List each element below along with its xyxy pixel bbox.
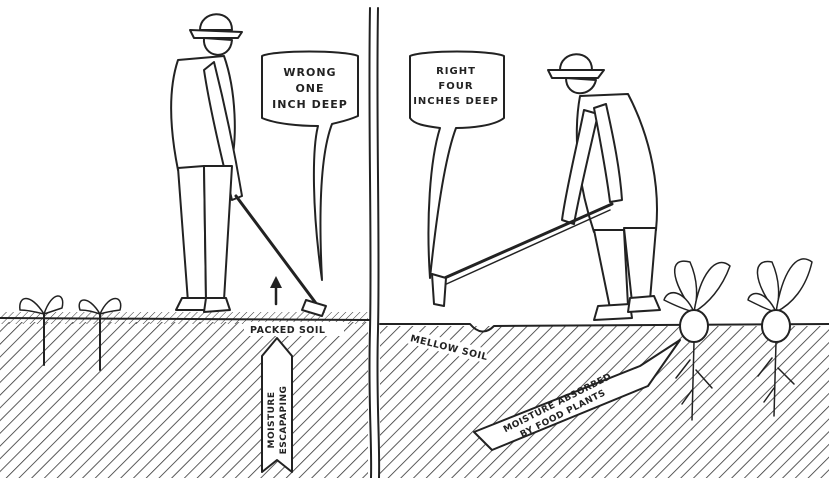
moisture-escaping-line-1: MOISTURE: [267, 392, 277, 449]
bubble-right-line-2: FOUR: [438, 81, 473, 92]
moisture-escaping-line-2: ESCAPAPING: [279, 386, 289, 455]
packed-soil-label: PACKED SOIL: [250, 325, 325, 336]
packed-soil-label-group: PACKED SOIL: [244, 322, 344, 336]
bubble-wrong-line-2: ONE: [295, 82, 324, 95]
bubble-wrong-line-1: WRONG: [283, 66, 336, 79]
bubble-right-line-1: RIGHT: [436, 66, 476, 77]
up-arrow-icon: [270, 276, 282, 304]
bubble-wrong-line-3: INCH DEEP: [272, 98, 348, 111]
bubble-right-line-3: INCHES DEEP: [413, 96, 499, 107]
bubble-wrong: WRONG ONE INCH DEEP: [262, 52, 358, 281]
moisture-escaping-arrow: MOISTURE ESCAPAPING: [262, 338, 292, 472]
center-divider: [369, 8, 379, 478]
soil-left: [0, 312, 370, 478]
bubble-right: RIGHT FOUR INCHES DEEP: [410, 52, 504, 279]
